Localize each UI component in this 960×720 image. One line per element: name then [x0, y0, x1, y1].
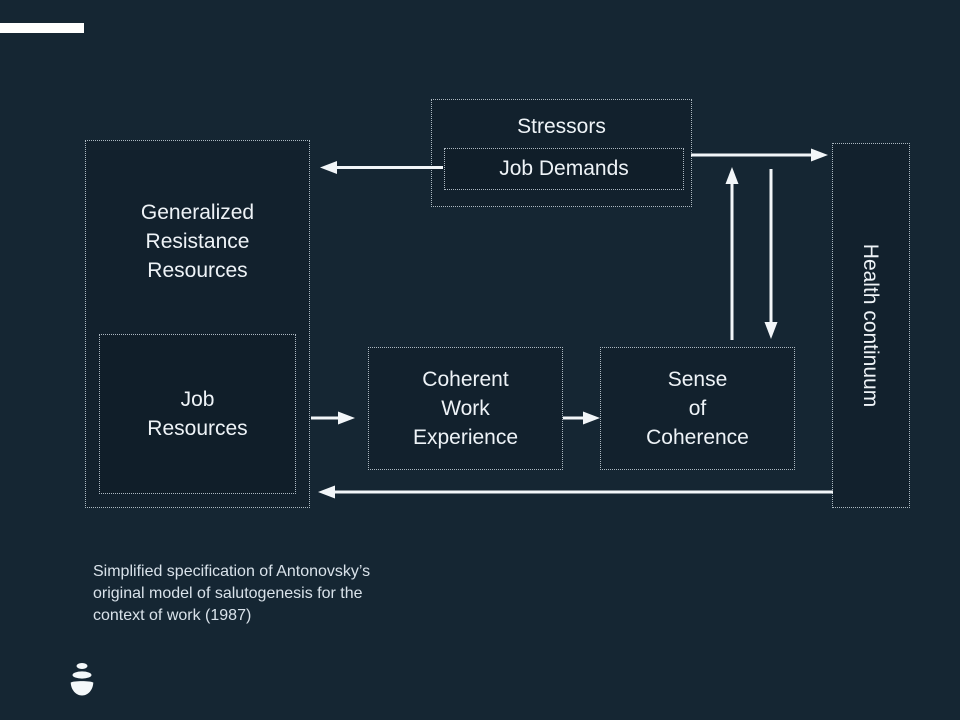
stressors-box: Stressors Job Demands: [431, 99, 692, 207]
arrow-sense-of-coherence-up-to-stressors: [725, 167, 739, 340]
health-continuum-label: Health continuum: [859, 243, 883, 408]
job-resources-label: Job Resources: [147, 388, 248, 440]
sense-of-coherence-box: Sense of Coherence: [600, 347, 795, 470]
job-demands-box: Job Demands: [444, 148, 684, 190]
slide-caption: Simplified specification of Antonovsky’s…: [93, 563, 371, 624]
arrow-job-resources-to-coherent-work: [311, 411, 355, 425]
job-demands-label: Job Demands: [499, 156, 629, 180]
health-continuum-box: Health continuum: [832, 143, 910, 508]
job-resources-box: Job Resources: [99, 334, 296, 494]
arrow-stressors-to-health-continuum: [691, 148, 828, 162]
arrow-job-demands-to-grr: [320, 161, 443, 174]
arrow-coherent-work-to-sense-of-coherence: [563, 411, 600, 425]
sense-of-coherence-label: Sense of Coherence: [646, 368, 749, 449]
arrow-health-continuum-to-grr: [318, 485, 833, 499]
arrow-stressors-down-to-sense-of-coherence: [764, 169, 778, 339]
stacked-stones-logo-icon: [70, 663, 94, 696]
coherent-work-experience-box: Coherent Work Experience: [368, 347, 563, 470]
generalized-resistance-resources-label: Generalized Resistance Resources: [140, 201, 255, 282]
slide-accent-bar: [0, 23, 84, 33]
coherent-work-experience-label: Coherent Work Experience: [412, 368, 519, 449]
stressors-label: Stressors: [517, 115, 606, 138]
generalized-resistance-resources-box: Generalized Resistance Resources Job Res…: [85, 140, 310, 508]
